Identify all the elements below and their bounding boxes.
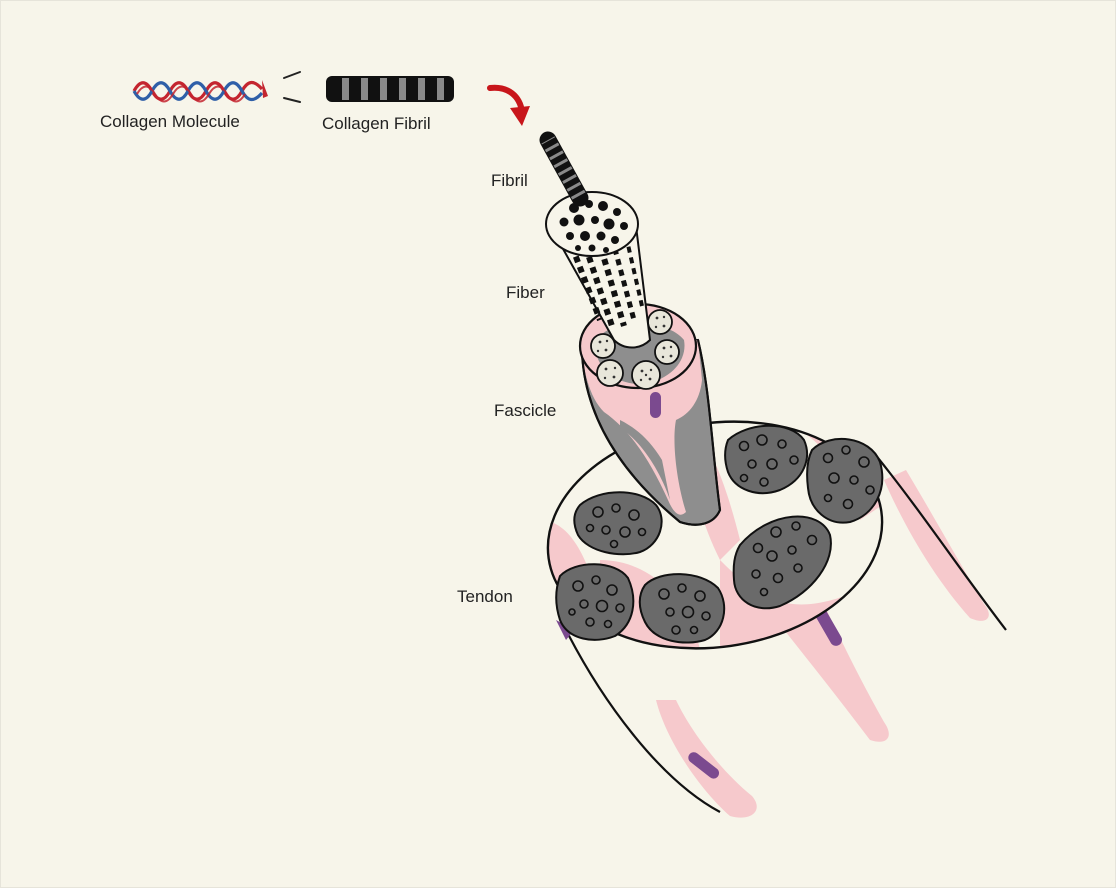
collagen-fibril-label: Collagen Fibril	[322, 114, 431, 134]
red-curved-arrow-icon	[490, 88, 530, 126]
tendon-label: Tendon	[457, 587, 513, 607]
collagen-molecule-label: Collagen Molecule	[100, 112, 240, 132]
collagen-molecule-helix	[134, 80, 268, 102]
fascicle-label: Fascicle	[494, 401, 556, 421]
fiber-label: Fiber	[506, 283, 545, 303]
connector-dashes	[284, 72, 300, 102]
fibril-label: Fibril	[491, 171, 528, 191]
collagen-fibril-bar	[326, 76, 454, 102]
tendon-structure	[533, 401, 1006, 818]
fibril-stick	[548, 140, 580, 198]
